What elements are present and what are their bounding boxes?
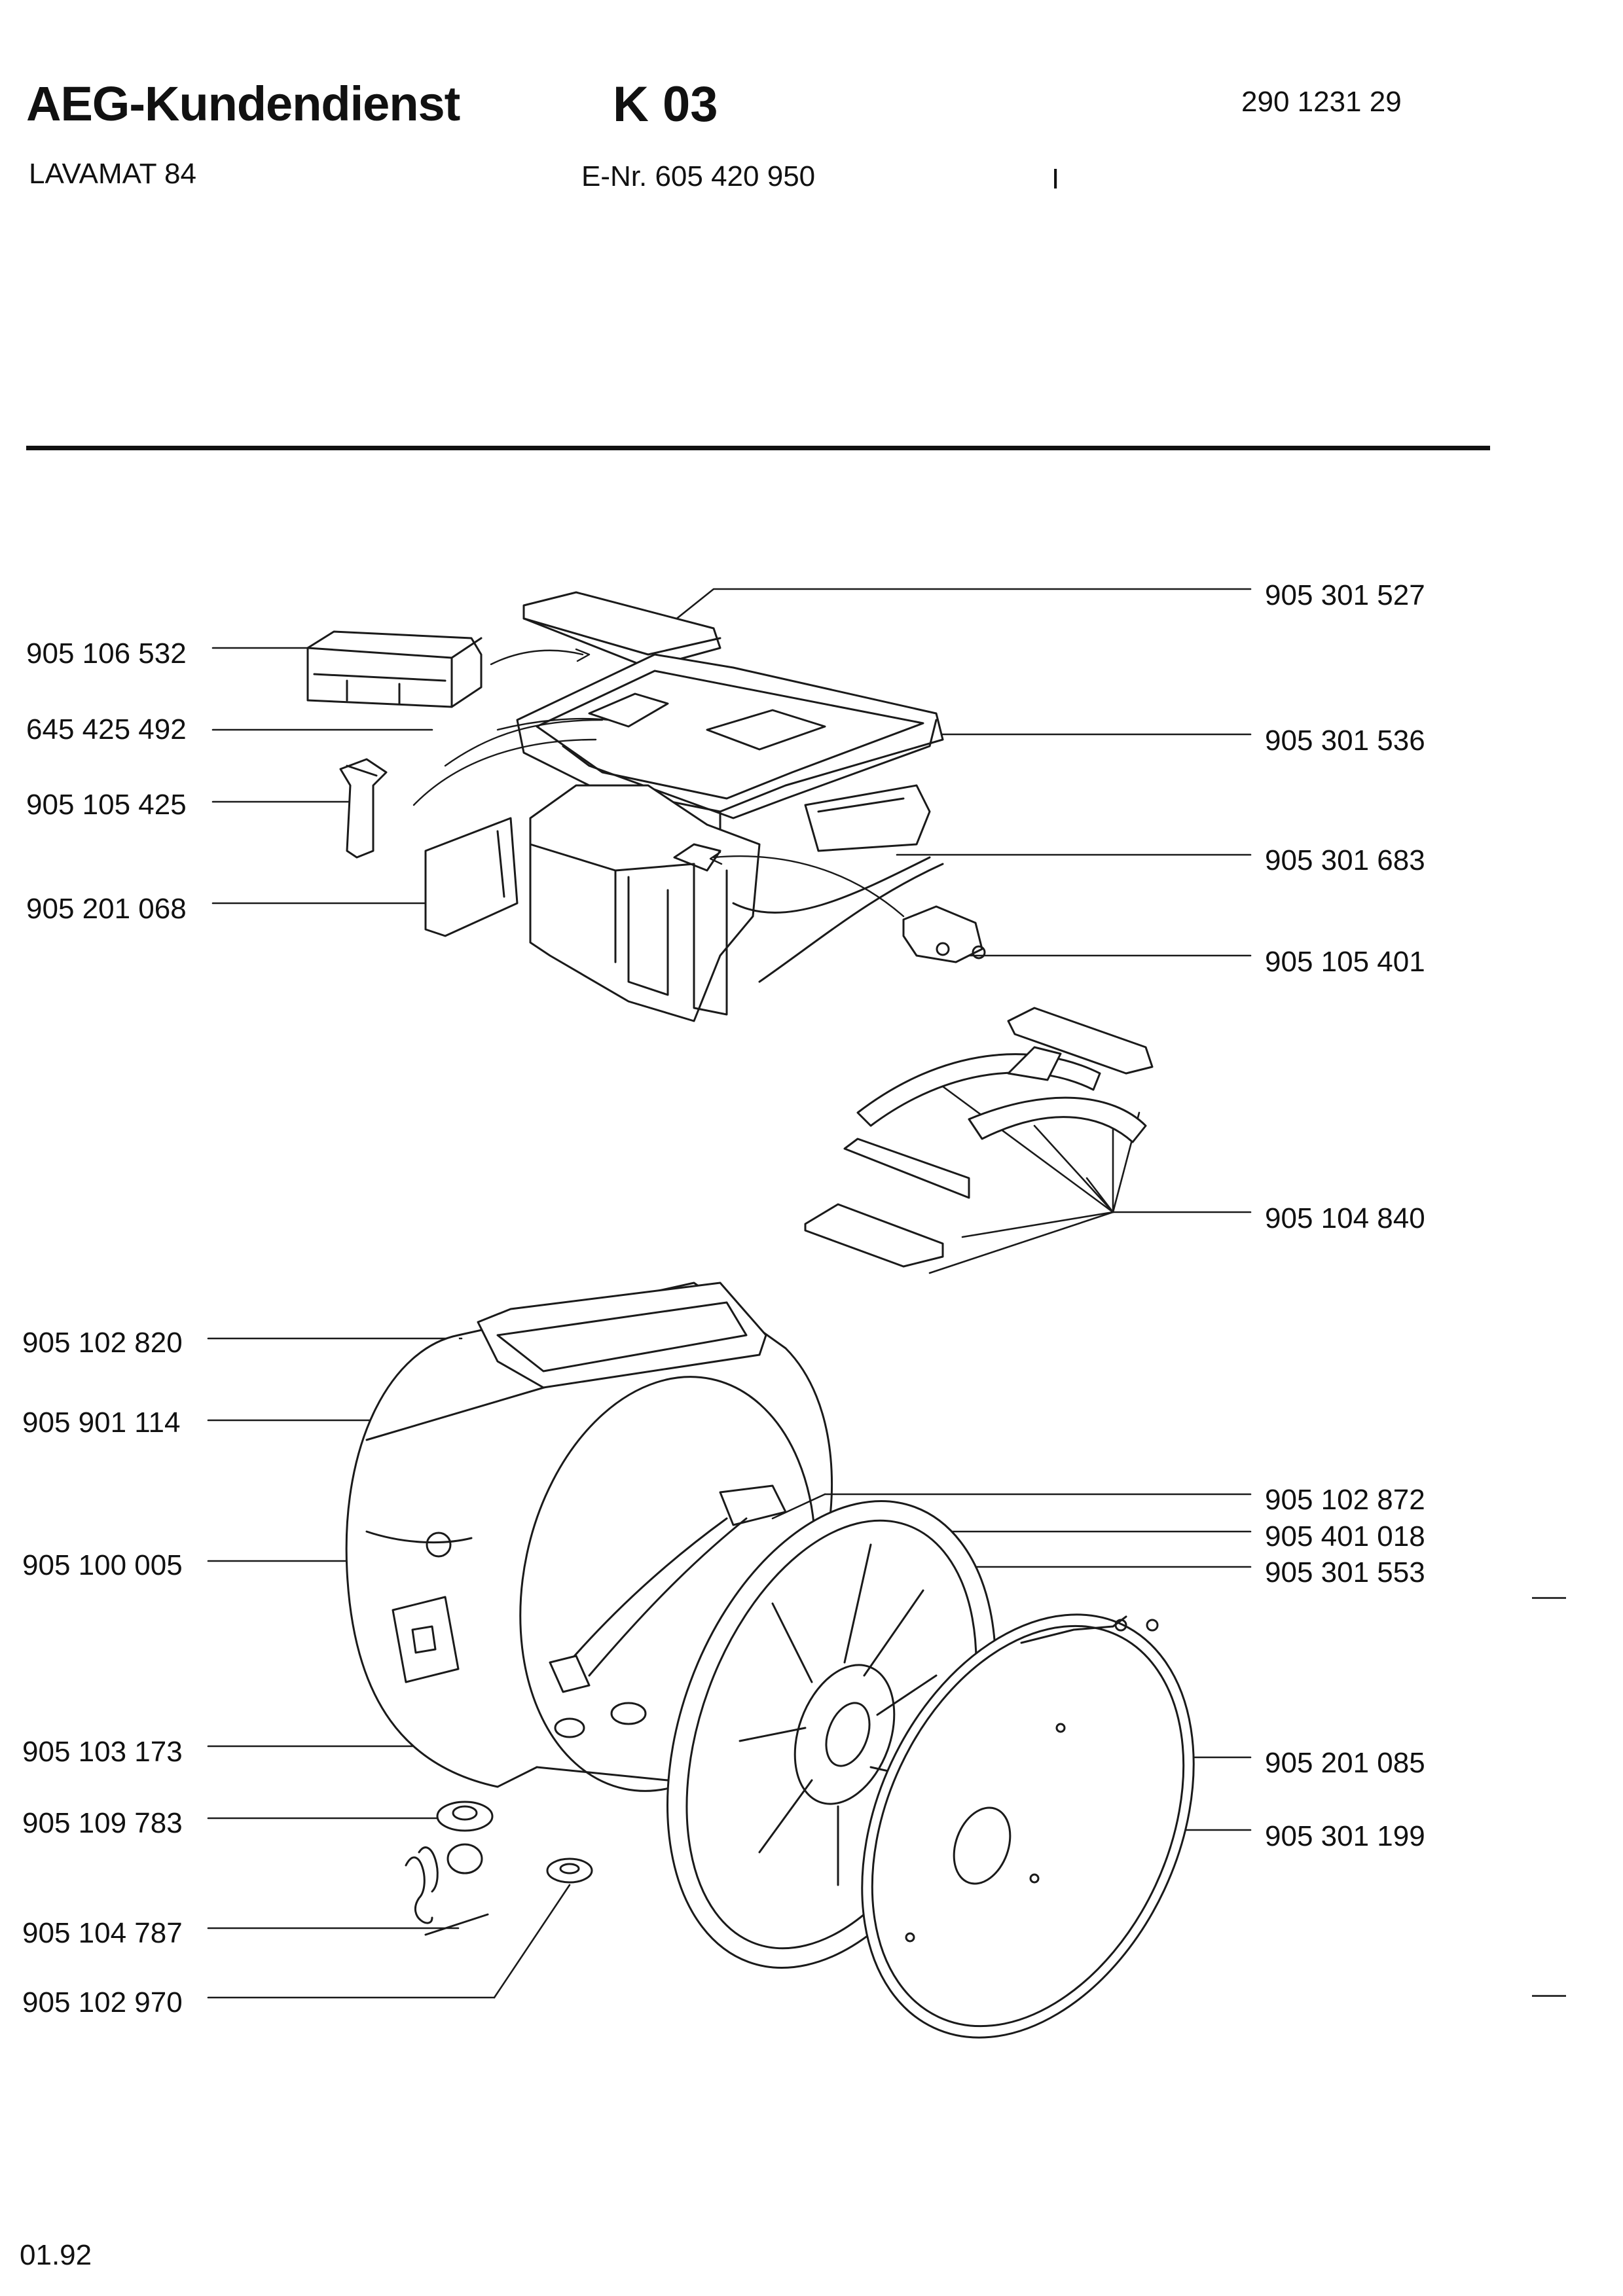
part-label-905105425: 905 105 425 bbox=[26, 789, 187, 821]
part-label-905301553: 905 301 553 bbox=[1265, 1556, 1425, 1588]
document-number: 290 1231 29 bbox=[1241, 86, 1402, 118]
e-number: E-Nr. 605 420 950 bbox=[581, 160, 816, 192]
margin-mark bbox=[1532, 1995, 1566, 1997]
brand-title: AEG-Kundendienst bbox=[26, 77, 460, 131]
rear-tub-cover-part bbox=[797, 1561, 1258, 2092]
tension-ring-part bbox=[1021, 1617, 1158, 1643]
part-label-905901114: 905 901 114 bbox=[22, 1407, 181, 1439]
hose-connector-part bbox=[340, 759, 386, 857]
part-label-645425492: 645 425 492 bbox=[26, 713, 187, 745]
part-label-905104787: 905 104 787 bbox=[22, 1917, 183, 1949]
counterweight-set bbox=[805, 1008, 1152, 1266]
dispenser-housing-frame bbox=[517, 655, 943, 851]
part-label-905301536: 905 301 536 bbox=[1265, 725, 1425, 757]
part-label-905301527: 905 301 527 bbox=[1265, 579, 1425, 611]
header-rule bbox=[26, 446, 1490, 450]
issue-date: 01.92 bbox=[20, 2239, 92, 2271]
part-label-905201068: 905 201 068 bbox=[26, 893, 187, 925]
part-label-905102872: 905 102 872 bbox=[1265, 1484, 1425, 1516]
part-label-905104840: 905 104 840 bbox=[1265, 1202, 1425, 1234]
dispenser-drawer-part bbox=[308, 632, 481, 707]
model-name: LAVAMAT 84 bbox=[29, 158, 196, 190]
part-label-905102970: 905 102 970 bbox=[22, 1986, 183, 2018]
dispenser-lid-part bbox=[524, 592, 720, 668]
part-label-905105401: 905 105 401 bbox=[1265, 946, 1425, 978]
part-label-905100005: 905 100 005 bbox=[22, 1549, 183, 1581]
part-label-905103173: 905 103 173 bbox=[22, 1736, 183, 1768]
margin-mark bbox=[1532, 1597, 1566, 1599]
part-label-905102820: 905 102 820 bbox=[22, 1327, 183, 1359]
part-label-905106532: 905 106 532 bbox=[26, 637, 187, 670]
flow-arrows bbox=[414, 649, 903, 916]
part-label-905109783: 905 109 783 bbox=[22, 1807, 183, 1839]
part-label-905301683: 905 301 683 bbox=[1265, 844, 1425, 876]
suspension-parts bbox=[406, 1802, 592, 1935]
valve-block-part bbox=[903, 906, 985, 962]
heating-element-part bbox=[550, 1486, 786, 1692]
part-label-905201085: 905 201 085 bbox=[1265, 1747, 1425, 1779]
tub-shell-part bbox=[346, 1283, 852, 1819]
part-label-905301199: 905 301 199 bbox=[1265, 1820, 1425, 1852]
part-label-905401018: 905 401 018 bbox=[1265, 1520, 1425, 1552]
side-cover-part bbox=[426, 818, 517, 936]
sheet-code: K 03 bbox=[613, 77, 718, 132]
dispenser-tray-body bbox=[530, 785, 943, 1021]
revision-mark: I bbox=[1051, 163, 1060, 195]
